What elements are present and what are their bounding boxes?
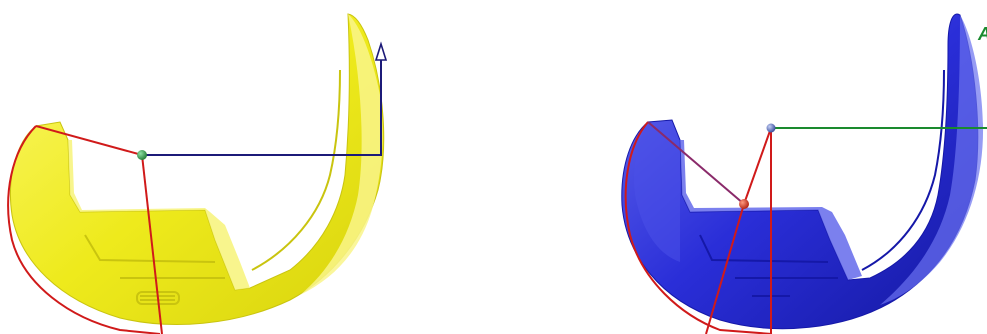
left-axis-arrow-icon [374,41,388,61]
right-implant-left-shell [633,122,680,262]
left-implant-inner-wall [68,140,250,290]
left-axis-line [142,55,382,156]
right-implant-curve-edge [861,69,945,271]
right-implant-model: A [621,13,987,334]
left-implant-body [9,13,385,325]
right-axis-label: A [977,24,987,44]
left-implant-right-rim [300,14,383,295]
right-center-point [766,123,776,133]
right-radius-arc [624,121,773,334]
left-radius-arc [7,125,161,334]
left-implant-slot-lines [84,234,225,301]
left-center-point [137,150,147,160]
left-implant-curve-edge [251,69,341,271]
right-radius-line-a [743,127,772,205]
left-radius-line-lower [141,154,163,334]
right-link-line [647,121,745,205]
left-radius-line-upper [35,125,143,156]
left-implant-model [7,13,388,334]
right-offset-point [739,199,749,209]
right-radius-line-b [705,203,745,334]
right-implant-right-rim [880,15,984,305]
